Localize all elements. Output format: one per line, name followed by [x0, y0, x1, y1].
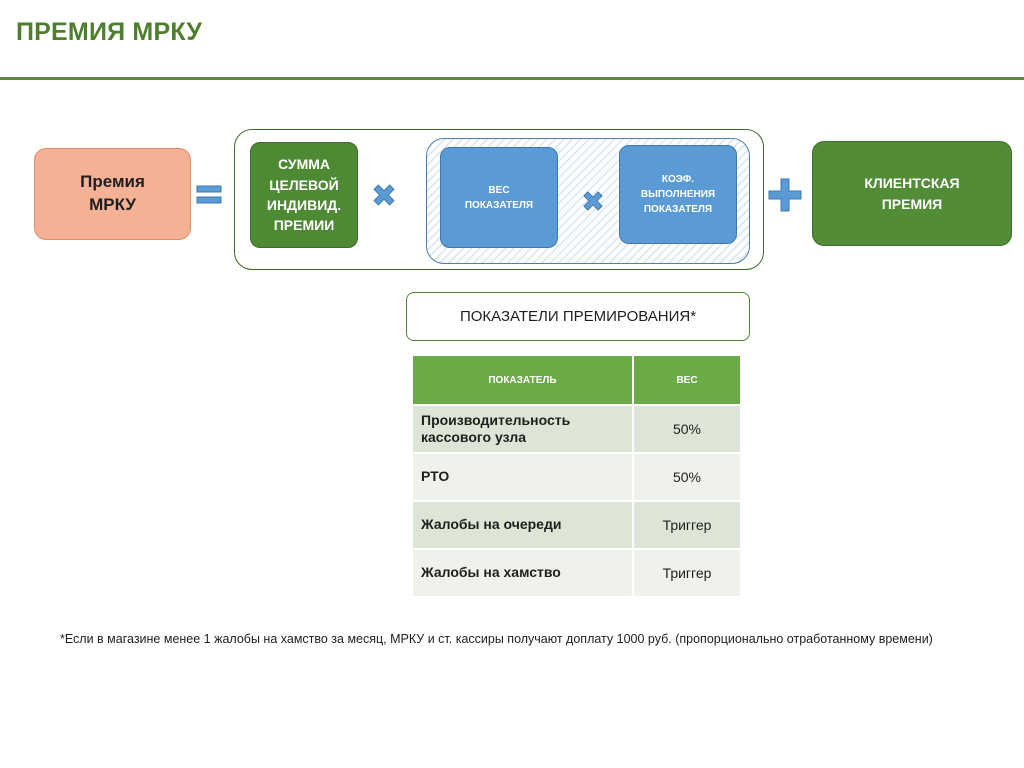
- weight-cell: Триггер: [633, 549, 742, 598]
- table-row: Жалобы на очереди Триггер: [413, 501, 742, 550]
- page-title: ПРЕМИЯ МРКУ: [16, 18, 203, 46]
- title-divider: [0, 77, 1024, 80]
- indicators-table: ПОКАЗАТЕЛЬ ВЕС Производительность кассов…: [413, 356, 742, 598]
- bonus-indicators-box: ПОКАЗАТЕЛИ ПРЕМИРОВАНИЯ*: [406, 292, 750, 341]
- weight-cell: Триггер: [633, 501, 742, 550]
- equals-icon: [196, 185, 222, 204]
- indicator-cell: РТО: [413, 453, 634, 502]
- footnote: *Если в магазине менее 1 жалобы на хамст…: [60, 632, 933, 646]
- table-row: Производительность кассового узла 50%: [413, 405, 742, 454]
- table-row: Жалобы на хамство Триггер: [413, 549, 742, 598]
- weight-cell: 50%: [633, 453, 742, 502]
- table-row: РТО 50%: [413, 453, 742, 502]
- multiply-icon: [583, 191, 603, 211]
- column-header-weight: ВЕС: [633, 356, 742, 406]
- plus-icon: [768, 178, 802, 212]
- indicator-weight-box: ВЕС ПОКАЗАТЕЛЯ: [440, 147, 558, 248]
- client-bonus-box: КЛИЕНТСКАЯ ПРЕМИЯ: [812, 141, 1012, 246]
- target-sum-box: СУММА ЦЕЛЕВОЙ ИНДИВИД. ПРЕМИИ: [250, 142, 358, 248]
- indicator-cell: Жалобы на хамство: [413, 549, 634, 598]
- column-header-indicator: ПОКАЗАТЕЛЬ: [413, 356, 634, 406]
- multiply-icon: [373, 184, 395, 206]
- indicator-cell: Производительность кассового узла: [413, 405, 634, 454]
- indicator-cell: Жалобы на очереди: [413, 501, 634, 550]
- premia-mrku-box: Премия МРКУ: [34, 148, 191, 240]
- weight-cell: 50%: [633, 405, 742, 454]
- completion-coef-box: КОЭФ. ВЫПОЛНЕНИЯ ПОКАЗАТЕЛЯ: [619, 145, 737, 244]
